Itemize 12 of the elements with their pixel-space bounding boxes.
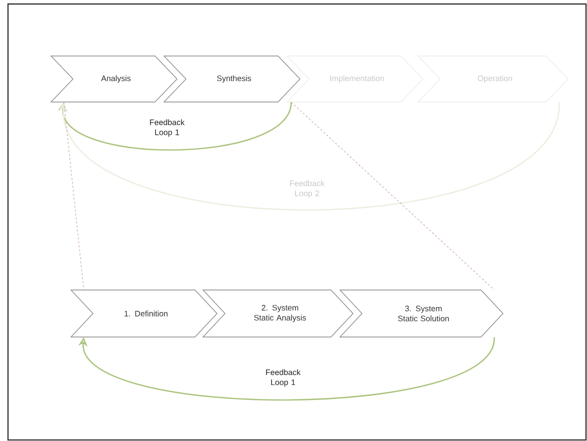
feedback-arrow xyxy=(58,102,292,151)
chevron-box: 2. System Static Analysis xyxy=(202,290,354,338)
dashed-connector xyxy=(290,102,494,290)
chevron-box: 1. Definition xyxy=(70,290,218,338)
feedback-arrow xyxy=(58,102,560,211)
edge-label: Feedback Loop 1 xyxy=(257,368,309,388)
dashed-connector xyxy=(64,102,84,290)
chevron-box: Synthesis xyxy=(163,56,300,102)
feedback-arrow xyxy=(78,336,495,401)
chevron-box: Analysis xyxy=(50,56,178,102)
edge-label: Feedback Loop 1 xyxy=(141,118,193,138)
chevron-box: 3. System Static Solution xyxy=(339,290,504,338)
